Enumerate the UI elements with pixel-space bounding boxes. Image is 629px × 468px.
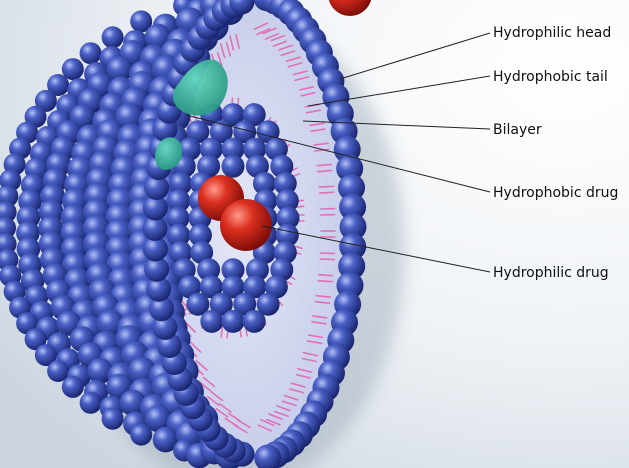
inner-ball: [222, 310, 245, 333]
inner-ball: [200, 310, 223, 333]
hydrophilic-drug-sphere-2: [220, 199, 272, 251]
head-ball: [62, 376, 84, 398]
head-ball: [102, 408, 124, 430]
head-ball: [102, 26, 124, 48]
label-hydrophobic-tail: Hydrophobic tail: [493, 69, 608, 85]
inner-ball: [222, 155, 245, 178]
label-hydrophilic-drug: Hydrophilic drug: [493, 265, 609, 281]
label-hydrophilic-head: Hydrophilic head: [493, 25, 611, 41]
head-ball: [80, 392, 102, 414]
head-ball: [130, 424, 152, 446]
inner-ball: [243, 310, 266, 333]
head-ball: [80, 42, 102, 64]
label-bilayer: Bilayer: [493, 122, 542, 138]
label-hydrophobic-drug: Hydrophobic drug: [493, 185, 618, 201]
